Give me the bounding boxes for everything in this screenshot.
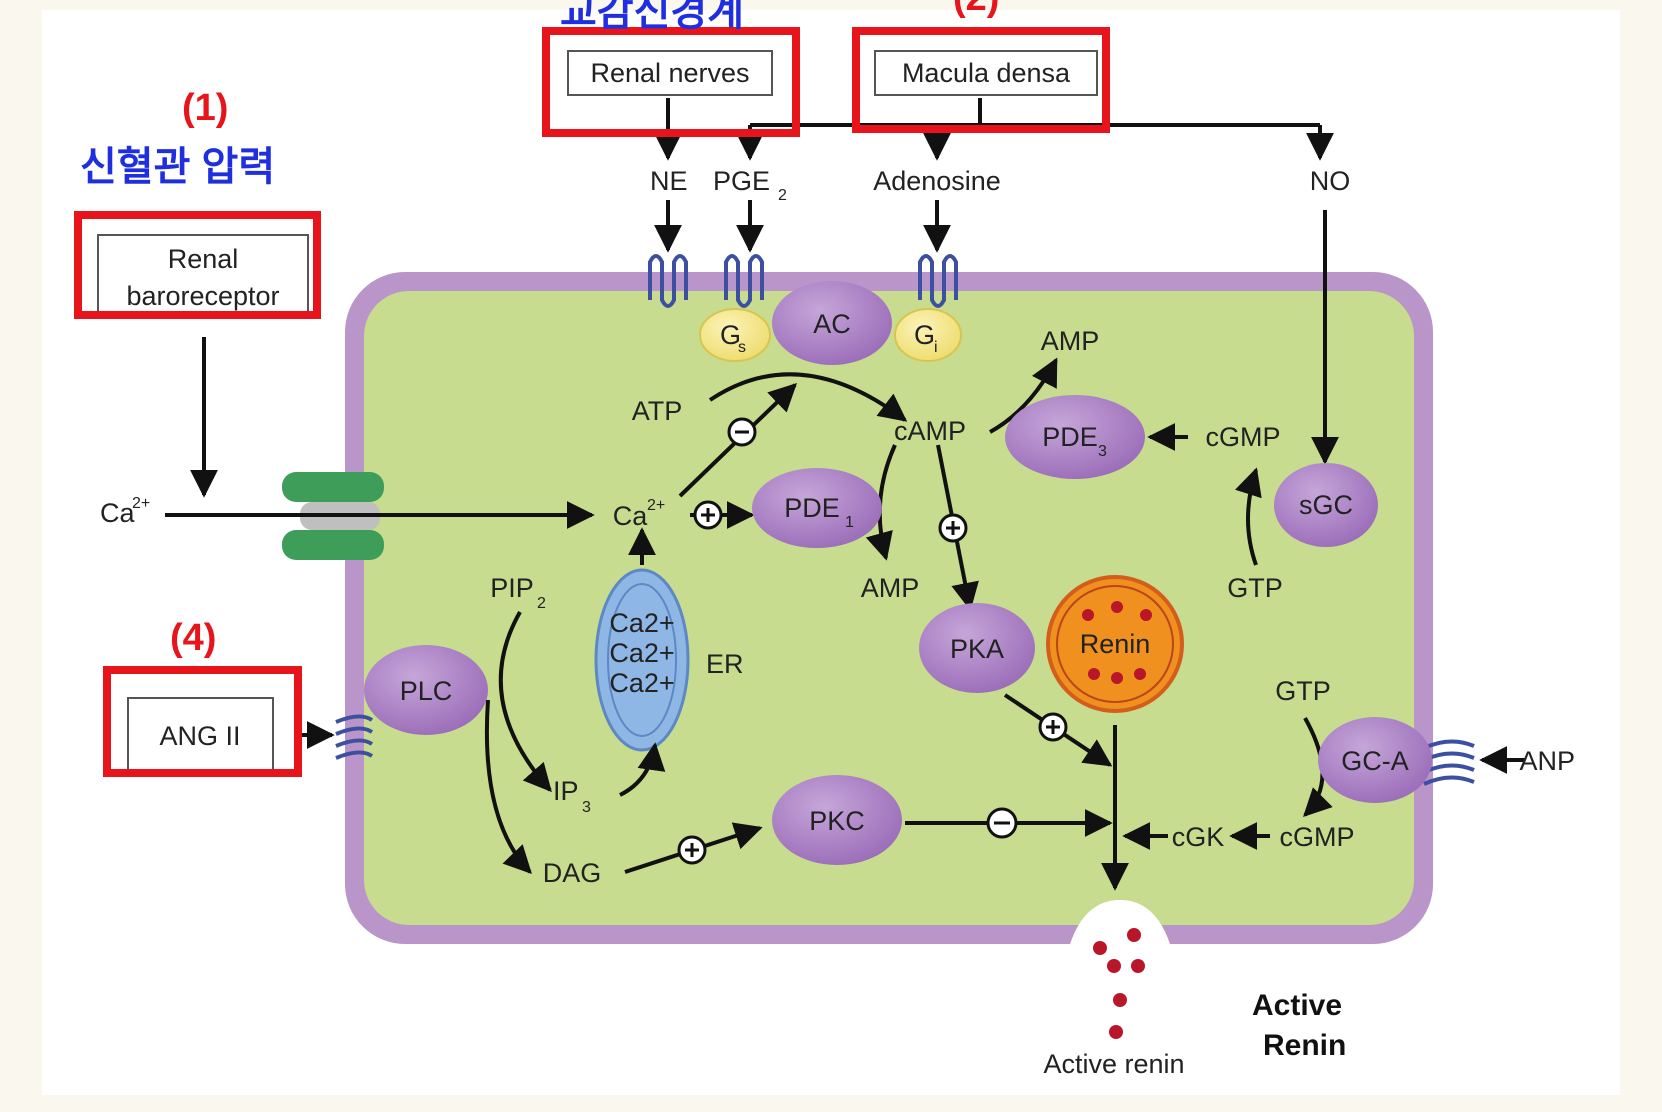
pde3-sub: 3: [1098, 443, 1107, 460]
renin-granule: [1046, 575, 1184, 713]
atp-label: ATP: [632, 396, 683, 426]
gca-receptor-icon: [1423, 739, 1475, 786]
ca-inside-label-visible: Ca: [613, 501, 648, 531]
ang2-receptor-icon: [335, 714, 374, 760]
ca-outside-label: Ca: [100, 498, 135, 528]
renal-nerves-text: Renal nerves: [590, 58, 749, 88]
pip2-label: PIP: [490, 573, 534, 603]
pka-enzyme: [919, 603, 1035, 693]
calcium-channel: [282, 472, 384, 560]
ca-inside-sup: 2+: [647, 497, 665, 514]
renal-nerves-box: [567, 50, 773, 96]
pge2-label: PGE: [713, 166, 770, 196]
pde3-enzyme: [1005, 395, 1145, 479]
dag-label: DAG: [543, 858, 602, 888]
cgk-label: cGK: [1172, 822, 1225, 852]
pka-label: PKA: [950, 634, 1004, 664]
gtp-mid-label: GTP: [1227, 573, 1283, 603]
ne-label: NE: [650, 166, 688, 196]
active-renin-note-2: Renin: [1263, 1029, 1346, 1062]
pkc-enzyme: [772, 775, 902, 865]
er-ca-2: Ca2+: [609, 638, 674, 668]
baroreceptor-text-2: baroreceptor: [126, 281, 279, 311]
pge2-subscript: 2: [778, 187, 787, 204]
plc-label: PLC: [400, 676, 453, 706]
cgmp-low-label: cGMP: [1279, 822, 1354, 852]
highlight-boxes: [74, 27, 1110, 777]
label-1: (1): [182, 87, 228, 129]
pde1-label: PDE: [784, 493, 840, 523]
exocytosis-pocket: [1070, 900, 1170, 944]
pkc-label: PKC: [809, 806, 865, 836]
released-renin-granules: [1093, 928, 1145, 1039]
ang2-box: [127, 697, 274, 773]
adenosine-receptor-icon: [918, 254, 958, 308]
amp-mid-label: AMP: [861, 573, 920, 603]
gs-label: G: [720, 320, 741, 350]
active-renin-label: Active renin: [1043, 1049, 1184, 1079]
gca-enzyme: [1318, 717, 1432, 803]
adenosine-label: Adenosine: [873, 166, 1001, 196]
label-4: (4): [170, 617, 216, 659]
pde3-label: PDE: [1042, 422, 1098, 452]
sgc-enzyme: [1274, 463, 1378, 547]
label-2: (2): [953, 0, 999, 19]
er-label: ER: [706, 649, 744, 679]
er-ca-3: Ca2+: [609, 668, 674, 698]
no-label: NO: [1310, 166, 1351, 196]
baroreceptor-text-1: Renal: [168, 244, 239, 274]
plus-sign-icon: [1038, 712, 1068, 742]
ac-enzyme: [772, 281, 892, 365]
sgc-label: sGC: [1299, 490, 1353, 520]
pip2-sub: 2: [537, 595, 546, 612]
gca-label: GC-A: [1341, 746, 1409, 776]
renal-pressure-label: 신혈관 압력: [80, 145, 275, 189]
gi-sub: i: [934, 339, 938, 356]
gs-protein: [699, 308, 771, 362]
plus-sign-icon: [938, 513, 968, 543]
gi-label: G: [914, 320, 935, 350]
pde1-sub: 1: [845, 514, 854, 531]
active-renin-note-1: Active: [1252, 989, 1342, 1022]
macula-densa-text: Macula densa: [902, 58, 1071, 88]
minus-sign-icon: [986, 807, 1018, 839]
pde1-enzyme: [752, 468, 882, 548]
er-ca-1: Ca2+: [609, 608, 674, 638]
ip3-sub: 3: [582, 799, 591, 816]
ne-receptor-icon: [648, 254, 688, 308]
plc-enzyme: [364, 645, 488, 735]
amp-top-label: AMP: [1041, 326, 1100, 356]
anp-label: ANP: [1519, 746, 1575, 776]
renin-label: Renin: [1080, 629, 1151, 659]
gs-sub: s: [738, 339, 746, 356]
ca-outside-sup: 2+: [132, 495, 150, 512]
plus-sign-icon: [693, 500, 723, 530]
plus-sign-icon: [677, 835, 707, 865]
minus-sign-icon: [727, 417, 757, 447]
gtp-low-label: GTP: [1275, 676, 1331, 706]
camp-label: cAMP: [894, 416, 966, 446]
macula-densa-box: [874, 50, 1098, 96]
gi-protein: [894, 308, 962, 362]
ip3-label: IP: [553, 776, 579, 806]
sympathetic-label: 교감신경계: [560, 0, 744, 34]
pge2-receptor-icon: [724, 254, 764, 308]
ac-label: AC: [813, 309, 851, 339]
ang2-text: ANG II: [159, 721, 240, 751]
cgmp-top-label: cGMP: [1205, 422, 1280, 452]
